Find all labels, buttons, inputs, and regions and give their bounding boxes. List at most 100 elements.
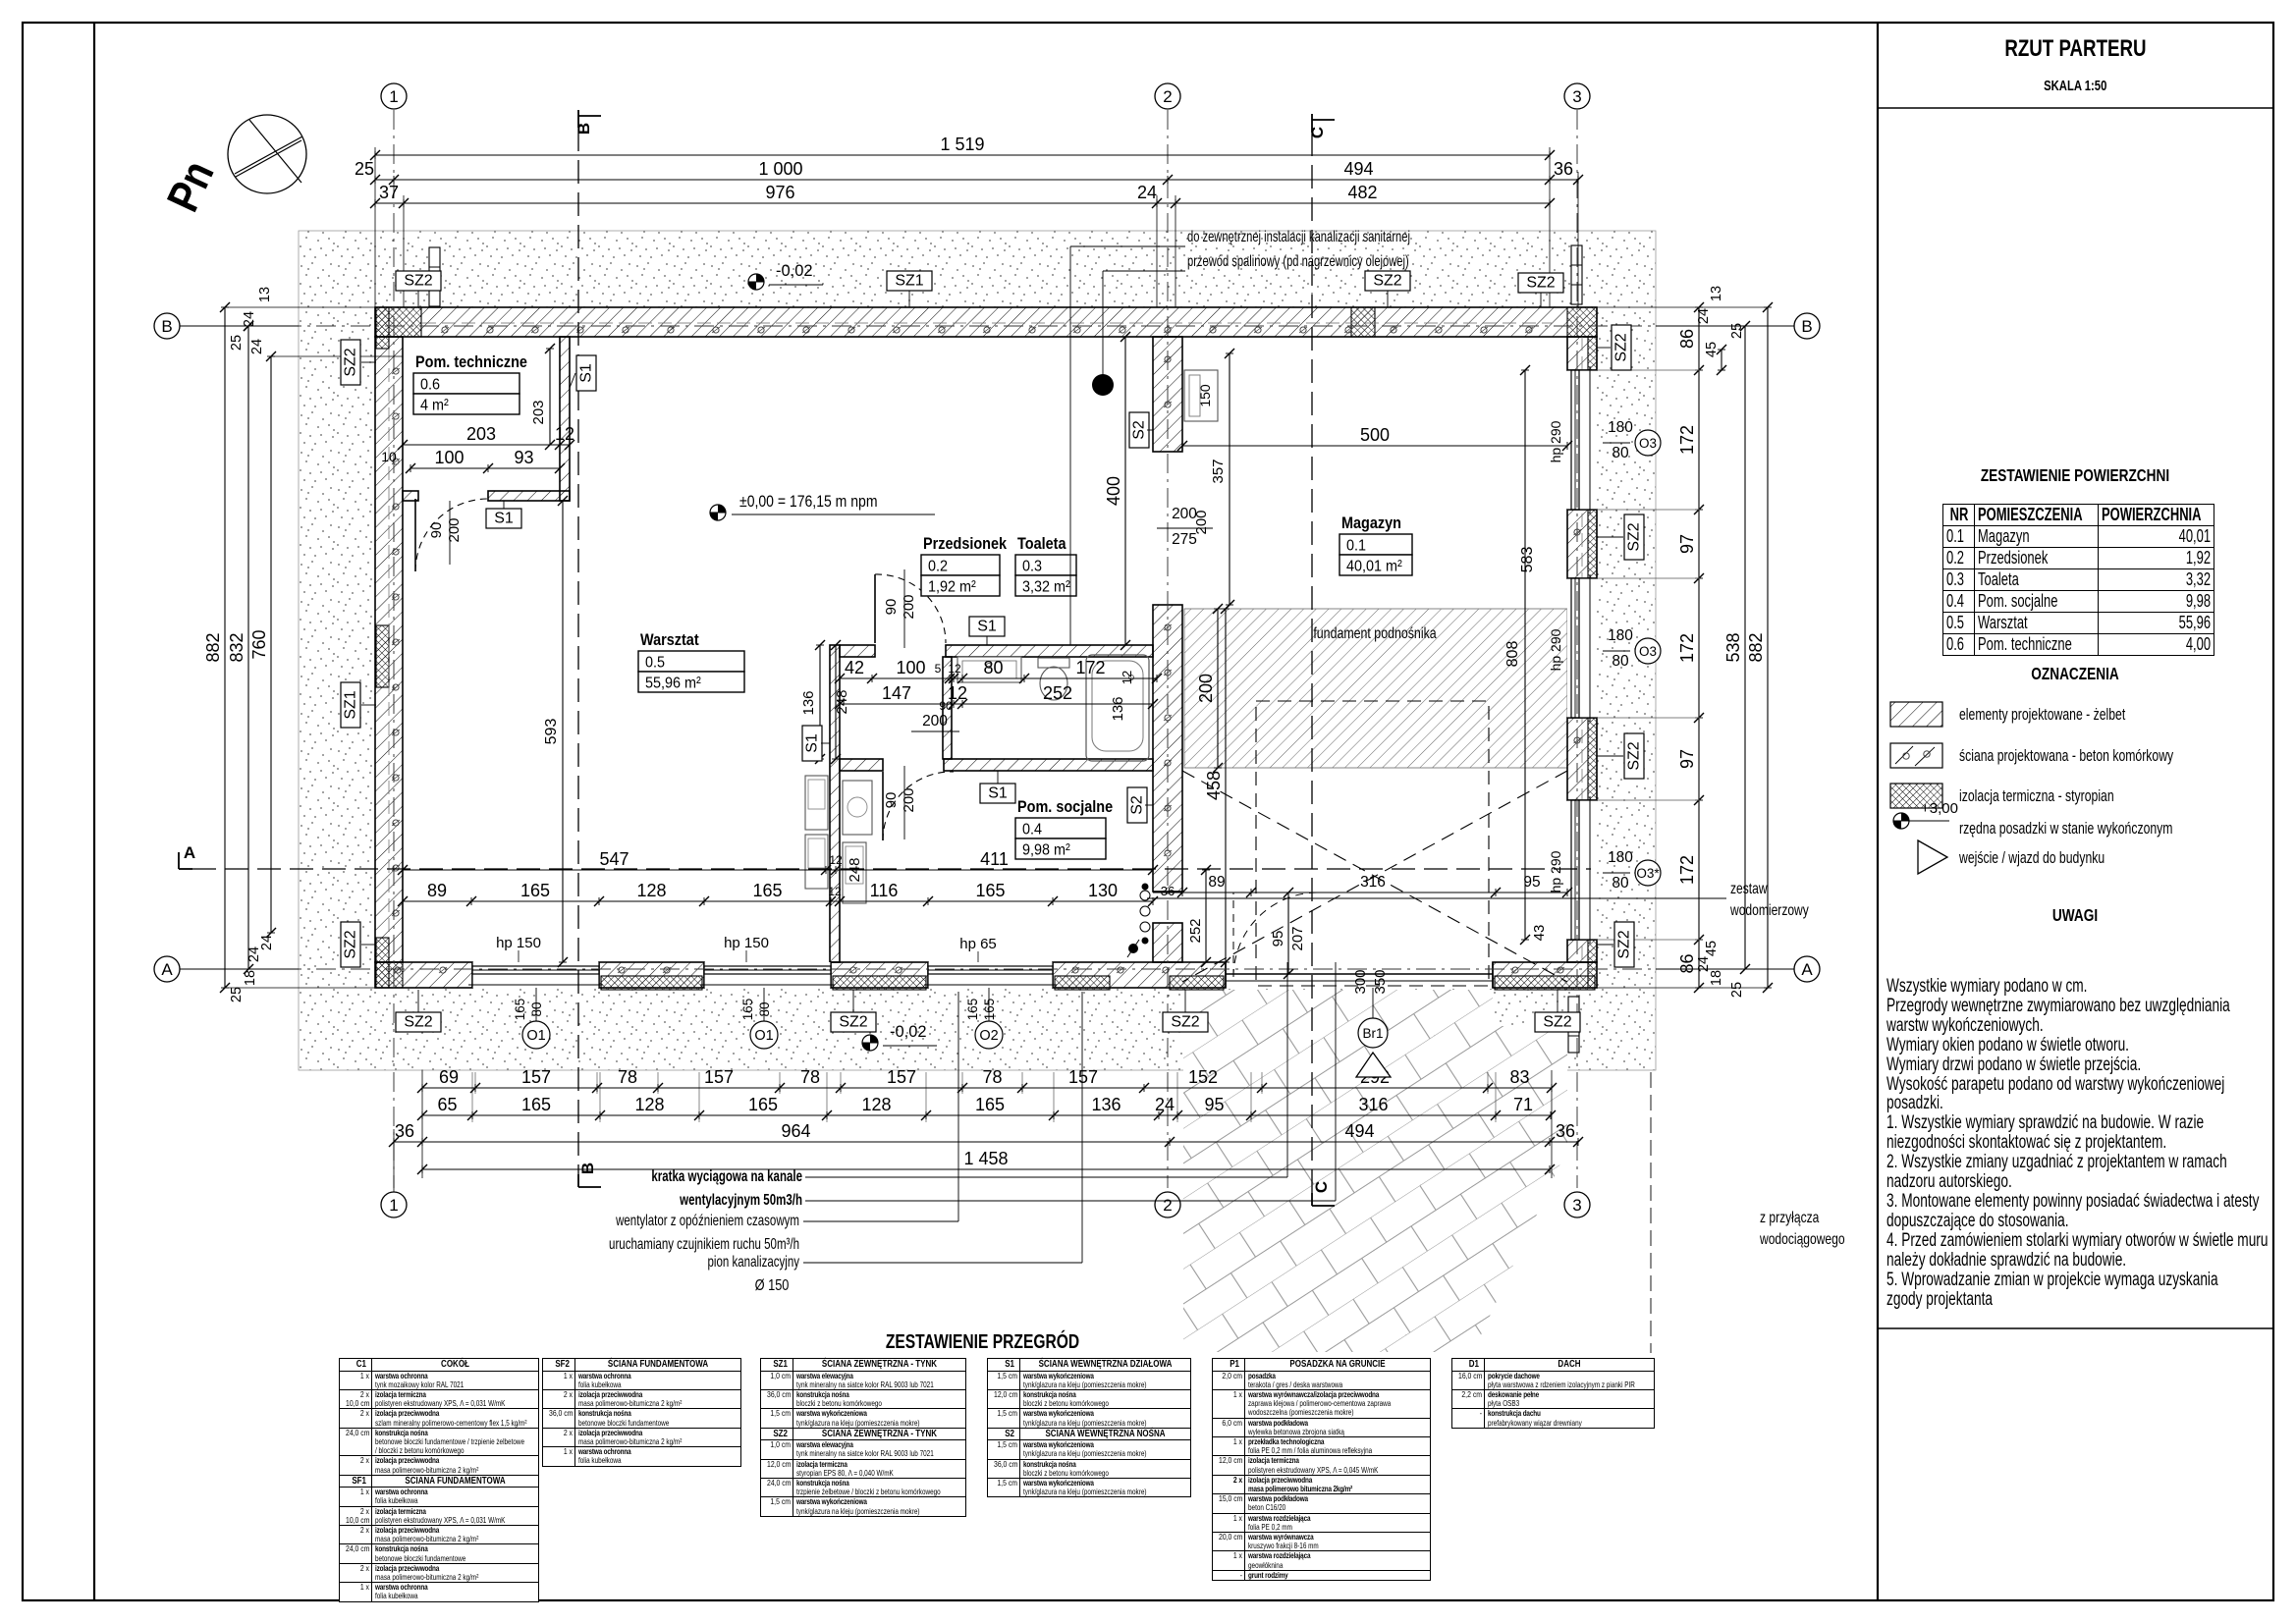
svg-text:95: 95: [1270, 931, 1286, 947]
svg-text:B: B: [578, 1163, 597, 1174]
svg-text:SZ2: SZ2: [839, 1014, 867, 1031]
svg-text:100: 100: [896, 658, 925, 677]
svg-text:157: 157: [1068, 1067, 1098, 1087]
svg-text:400: 400: [1104, 476, 1123, 506]
svg-text:z przyłącza: z przyłącza: [1760, 1209, 1820, 1226]
svg-text:12: 12: [1120, 671, 1134, 684]
svg-text:12: 12: [829, 853, 843, 867]
svg-text:uruchamiany czujnikiem ruchu 5: uruchamiany czujnikiem ruchu 50m³/h: [609, 1234, 799, 1252]
svg-text:13: 13: [257, 287, 273, 302]
svg-text:0.4: 0.4: [1022, 821, 1043, 839]
svg-text:A: A: [184, 843, 195, 862]
svg-text:18: 18: [1709, 970, 1724, 986]
svg-text:24: 24: [1696, 308, 1712, 324]
svg-text:180: 180: [1608, 627, 1633, 644]
svg-text:95: 95: [1204, 1095, 1224, 1114]
svg-text:SZ2: SZ2: [1526, 275, 1555, 292]
svg-text:172: 172: [1677, 855, 1697, 885]
svg-text:OZNACZENIA: OZNACZENIA: [2031, 666, 2118, 684]
svg-text:±0,00 = 176,15 m npm: ±0,00 = 176,15 m npm: [739, 493, 877, 511]
svg-text:SZ2: SZ2: [343, 930, 359, 958]
svg-text:25: 25: [1729, 323, 1745, 339]
svg-text:200: 200: [901, 594, 917, 619]
svg-text:O3: O3: [1639, 436, 1657, 451]
svg-text:89: 89: [1208, 874, 1225, 891]
svg-text:24: 24: [246, 947, 262, 962]
svg-text:43: 43: [1531, 925, 1548, 942]
svg-text:Warsztat: Warsztat: [640, 631, 699, 649]
svg-text:136: 136: [800, 690, 817, 715]
svg-text:180: 180: [1608, 419, 1633, 436]
svg-text:Przedsionek: Przedsionek: [923, 535, 1007, 553]
svg-text:4 m²: 4 m²: [420, 397, 449, 414]
svg-text:Pom. socjalne: Pom. socjalne: [1017, 798, 1113, 816]
svg-text:hp 290: hp 290: [1548, 628, 1563, 671]
svg-text:128: 128: [636, 881, 666, 900]
svg-text:SZ2: SZ2: [1626, 522, 1643, 551]
svg-text:71: 71: [1513, 1095, 1533, 1114]
svg-text:86: 86: [1677, 953, 1697, 973]
svg-text:UWAGI: UWAGI: [2052, 907, 2098, 926]
svg-text:69: 69: [439, 1067, 459, 1087]
svg-text:1 458: 1 458: [963, 1149, 1008, 1168]
svg-text:90: 90: [428, 522, 445, 539]
svg-text:O3*: O3*: [1636, 866, 1660, 881]
svg-text:157: 157: [704, 1067, 734, 1087]
svg-text:A: A: [161, 960, 173, 979]
svg-text:593: 593: [543, 719, 560, 745]
svg-text:203: 203: [466, 424, 496, 444]
svg-text:494: 494: [1343, 159, 1373, 179]
svg-text:S1: S1: [804, 733, 821, 753]
svg-text:O2: O2: [979, 1028, 998, 1044]
svg-text:hp 290: hp 290: [1548, 850, 1563, 893]
svg-text:37: 37: [379, 183, 399, 202]
svg-text:S1: S1: [578, 363, 595, 383]
svg-text:pion kanalizacyjny: pion kanalizacyjny: [708, 1252, 799, 1270]
svg-text:136: 136: [1110, 696, 1126, 721]
svg-text:hp 290: hp 290: [1548, 420, 1563, 462]
svg-text:128: 128: [861, 1095, 891, 1114]
svg-text:Magazyn: Magazyn: [1341, 514, 1401, 532]
svg-text:80: 80: [1612, 445, 1629, 461]
svg-text:C: C: [1312, 1181, 1331, 1193]
svg-text:200: 200: [1193, 510, 1210, 534]
svg-text:0.6: 0.6: [420, 376, 440, 394]
svg-text:45: 45: [1704, 342, 1720, 357]
svg-text:80: 80: [1612, 875, 1629, 892]
svg-text:165: 165: [513, 999, 527, 1021]
svg-text:165: 165: [740, 999, 755, 1021]
svg-text:wentylacyjnym 50m3/h: wentylacyjnym 50m3/h: [679, 1190, 802, 1208]
svg-text:55,96 m²: 55,96 m²: [645, 675, 701, 692]
svg-text:B: B: [1801, 317, 1812, 336]
svg-text:O1: O1: [526, 1028, 545, 1044]
svg-text:1 519: 1 519: [940, 135, 984, 154]
svg-text:25: 25: [1729, 982, 1745, 998]
svg-text:200: 200: [446, 517, 463, 542]
svg-text:rzędna posadzki w stanie wykoń: rzędna posadzki w stanie wykończonym: [1959, 820, 2172, 838]
svg-text:200: 200: [922, 713, 948, 730]
svg-text:B: B: [574, 123, 593, 135]
svg-text:411: 411: [980, 849, 1009, 869]
svg-text:0.5: 0.5: [645, 654, 665, 672]
svg-text:200: 200: [1196, 674, 1216, 703]
svg-text:78: 78: [800, 1067, 820, 1087]
svg-text:494: 494: [1344, 1121, 1374, 1141]
svg-text:25: 25: [229, 335, 245, 351]
svg-text:12: 12: [555, 424, 574, 444]
svg-text:zestaw: zestaw: [1730, 880, 1768, 897]
svg-text:172: 172: [1677, 633, 1697, 663]
svg-text:24: 24: [1155, 1095, 1175, 1114]
svg-text:36: 36: [1556, 1121, 1575, 1141]
svg-text:65: 65: [437, 1095, 457, 1114]
svg-text:B: B: [161, 317, 172, 336]
svg-text:S1: S1: [988, 785, 1008, 802]
svg-text:200: 200: [901, 787, 917, 812]
svg-text:252: 252: [1043, 683, 1072, 703]
svg-text:165: 165: [975, 881, 1005, 900]
svg-text:12: 12: [828, 885, 842, 898]
svg-text:116: 116: [870, 881, 899, 900]
svg-text:0.1: 0.1: [1346, 537, 1366, 555]
svg-text:A: A: [1801, 960, 1813, 979]
svg-text:S2: S2: [1129, 795, 1146, 815]
svg-text:300: 300: [1352, 969, 1369, 994]
